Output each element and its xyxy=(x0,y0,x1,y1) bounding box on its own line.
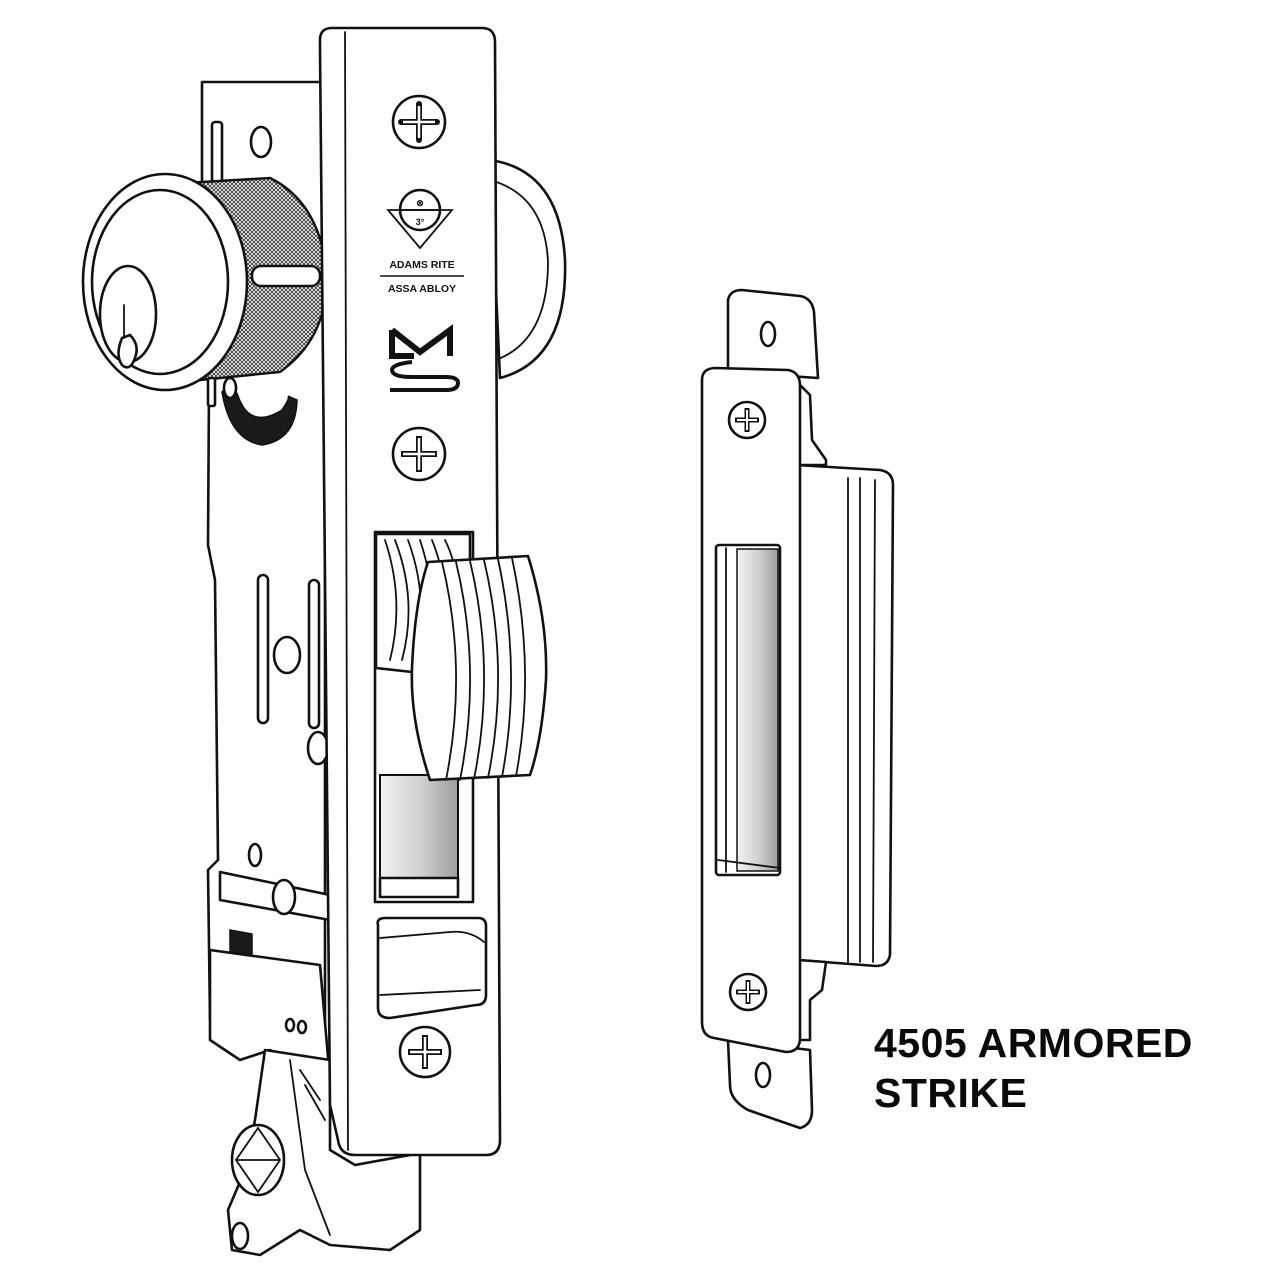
case-slot-right xyxy=(307,578,321,730)
strike-screw-top xyxy=(727,400,767,440)
strike-screw-bottom xyxy=(728,972,768,1012)
faceplate-screw-top xyxy=(391,94,447,150)
faceplate-screw-bottom xyxy=(398,1025,452,1079)
brand-assa-abloy: ASSA ABLOY xyxy=(388,283,456,295)
ul-listing-mark xyxy=(389,324,461,392)
svg-text:3°: 3° xyxy=(416,217,425,227)
faceplate: ⊗ 3° ADAMS RITE ASSA ABLOY xyxy=(318,26,548,1157)
caption-line-2: STRIKE xyxy=(874,1070,1028,1116)
auxiliary-latch xyxy=(376,916,488,1020)
faceplate-screw-middle xyxy=(391,426,447,482)
rear-trim-ring xyxy=(488,158,567,380)
svg-text:⊗: ⊗ xyxy=(416,198,424,208)
strike-bottom-ear xyxy=(726,1038,814,1130)
brand-emblem: ⊗ 3° xyxy=(386,188,454,250)
armored-strike xyxy=(700,288,895,1130)
caption-line-1: 4505 ARMORED xyxy=(874,1020,1193,1066)
cylinder-cam xyxy=(206,376,298,446)
strike-caption: 4505 ARMORED STRIKE xyxy=(874,1018,1193,1118)
key-cylinder xyxy=(81,172,327,392)
latch-bolt xyxy=(374,532,548,782)
case-slot-left xyxy=(256,573,270,725)
brand-adams-rite: ADAMS RITE xyxy=(389,259,454,271)
case-hole xyxy=(272,635,302,675)
